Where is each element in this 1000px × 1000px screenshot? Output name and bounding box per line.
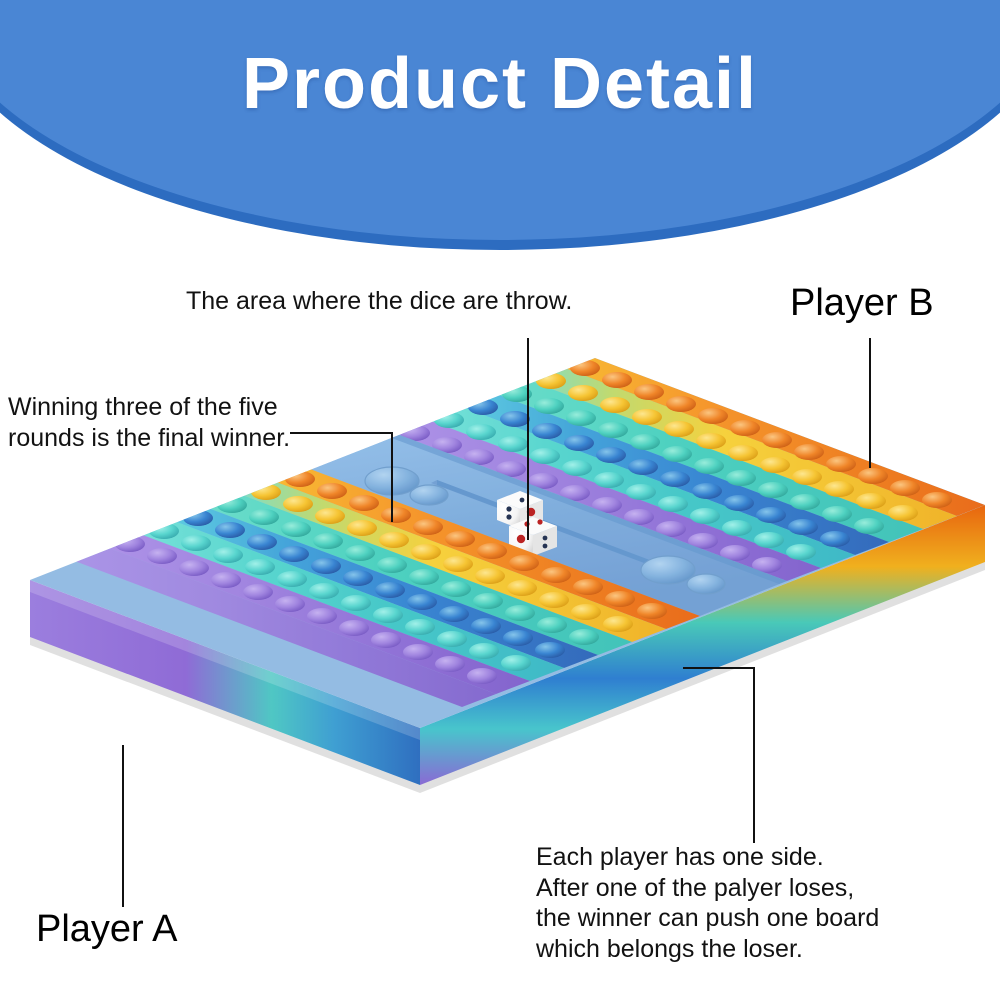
score-pocket-right (640, 555, 726, 595)
page-title: Product Detail (241, 44, 759, 124)
leader-line-player-b (869, 338, 871, 468)
board-front-edge (30, 580, 420, 785)
dice-throw-area (310, 434, 787, 616)
header-banner: Product Detail (0, 0, 1000, 270)
front-rim-highlight (30, 580, 420, 740)
board-top-content (30, 358, 985, 728)
product-image (0, 330, 1000, 930)
pop-it-board-illustration (30, 358, 985, 793)
leader-line-winning-vertical (391, 432, 393, 522)
board-right-edge (420, 505, 985, 785)
player-b-bubbles (400, 360, 952, 573)
die-back (497, 491, 543, 529)
leader-line-sides-vertical (753, 667, 755, 843)
board-bottom-shade (30, 562, 985, 793)
leader-line-dice-area (527, 338, 529, 540)
leader-line-player-a (122, 745, 124, 907)
annotation-dice-area: The area where the dice are throw. (186, 287, 573, 315)
player-a-bubbles (115, 471, 667, 684)
label-player-a: Player A (36, 908, 178, 950)
annotation-sides-rule: Each player has one side. After one of t… (536, 843, 880, 963)
leader-line-sides-horizontal (683, 667, 755, 669)
leader-line-winning-horizontal (290, 432, 393, 434)
label-player-b: Player B (790, 282, 934, 324)
annotation-winning-rule: Winning three of the five rounds is the … (8, 393, 291, 452)
